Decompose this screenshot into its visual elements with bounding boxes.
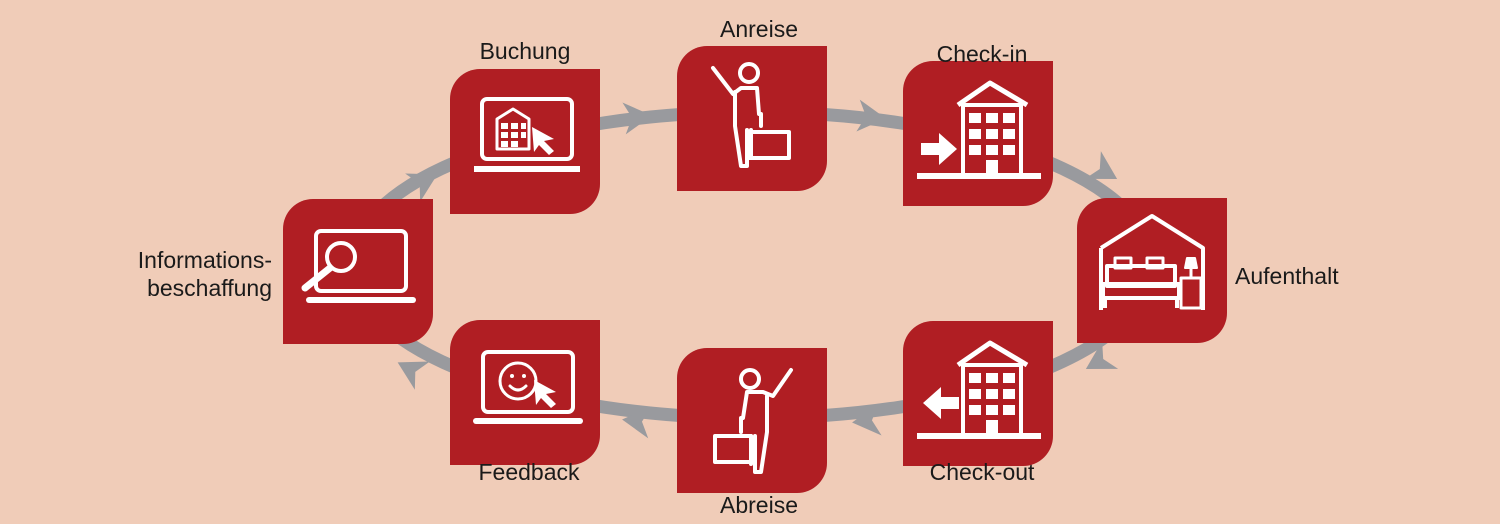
step-buchung	[450, 69, 600, 214]
arrow-head	[856, 99, 886, 132]
label-informationsbeschaffung: Informations- beschaffung	[138, 246, 272, 302]
step-feedback	[450, 320, 600, 465]
arrow-head	[622, 102, 652, 135]
step-anreise	[677, 46, 827, 191]
traveler-departing-icon	[713, 368, 793, 474]
arrow-head	[1085, 341, 1119, 369]
label-line: beschaffung	[147, 275, 272, 301]
step-check-out	[903, 321, 1053, 466]
arrow-head	[1084, 151, 1118, 179]
laptop-hotel-booking-icon	[474, 97, 580, 172]
cycle-arrows	[397, 99, 1119, 439]
label-abreise: Abreise	[720, 492, 798, 518]
arrow-head	[397, 361, 430, 390]
laptop-smiley-feedback-icon	[473, 350, 583, 424]
label-check-out: Check-out	[929, 459, 1035, 485]
label-feedback: Feedback	[478, 459, 580, 485]
label-anreise: Anreise	[720, 16, 798, 42]
step-tile	[677, 46, 827, 191]
step-tile	[450, 69, 600, 214]
label-buchung: Buchung	[479, 38, 571, 64]
label-aufenthalt: Aufenthalt	[1235, 263, 1339, 289]
hotel-room-bed-icon	[1099, 214, 1205, 310]
step-tile	[450, 320, 600, 465]
step-abreise	[677, 348, 827, 493]
step-tile	[283, 199, 433, 344]
step-aufenthalt	[1077, 198, 1227, 343]
laptop-magnifier-icon	[301, 229, 416, 303]
arrow-head	[405, 173, 438, 202]
arrow-head	[852, 403, 882, 436]
hotel-check-out-icon	[917, 340, 1041, 439]
traveler-arriving-icon	[711, 62, 791, 168]
step-informationsbeschaffung	[283, 199, 433, 344]
label-line: Informations-	[137, 247, 272, 273]
arrow-head	[622, 406, 652, 439]
label-check-in: Check-in	[936, 41, 1028, 67]
step-check-in	[903, 61, 1053, 206]
hotel-check-in-icon	[917, 80, 1041, 179]
